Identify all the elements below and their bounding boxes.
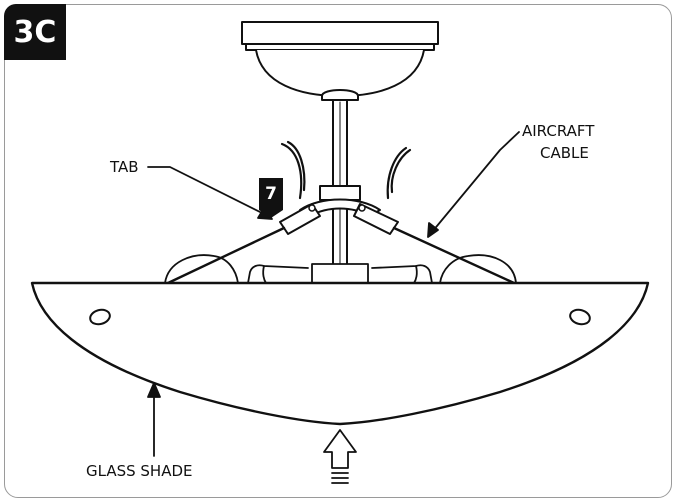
leader-cable (427, 131, 520, 238)
down-rod (321, 89, 359, 269)
leader-tab (147, 166, 273, 220)
leader-glass-shade (147, 382, 161, 457)
aircraft-cable-label-line1: AIRCRAFT (522, 122, 595, 140)
ceiling-canopy (241, 21, 439, 97)
aircraft-cables (166, 226, 516, 285)
wires (280, 140, 412, 200)
glass-shade (30, 281, 650, 426)
tab-right (353, 203, 399, 235)
step-number-badge: 3C (4, 4, 66, 60)
tab-label: TAB (110, 158, 139, 176)
glass-shade-label: GLASS SHADE (86, 462, 193, 480)
push-up-arrow (323, 429, 357, 484)
aircraft-cable-label-line2: CABLE (540, 144, 589, 162)
callout-number-badge: 7 (259, 178, 283, 218)
tab-left (279, 203, 321, 235)
